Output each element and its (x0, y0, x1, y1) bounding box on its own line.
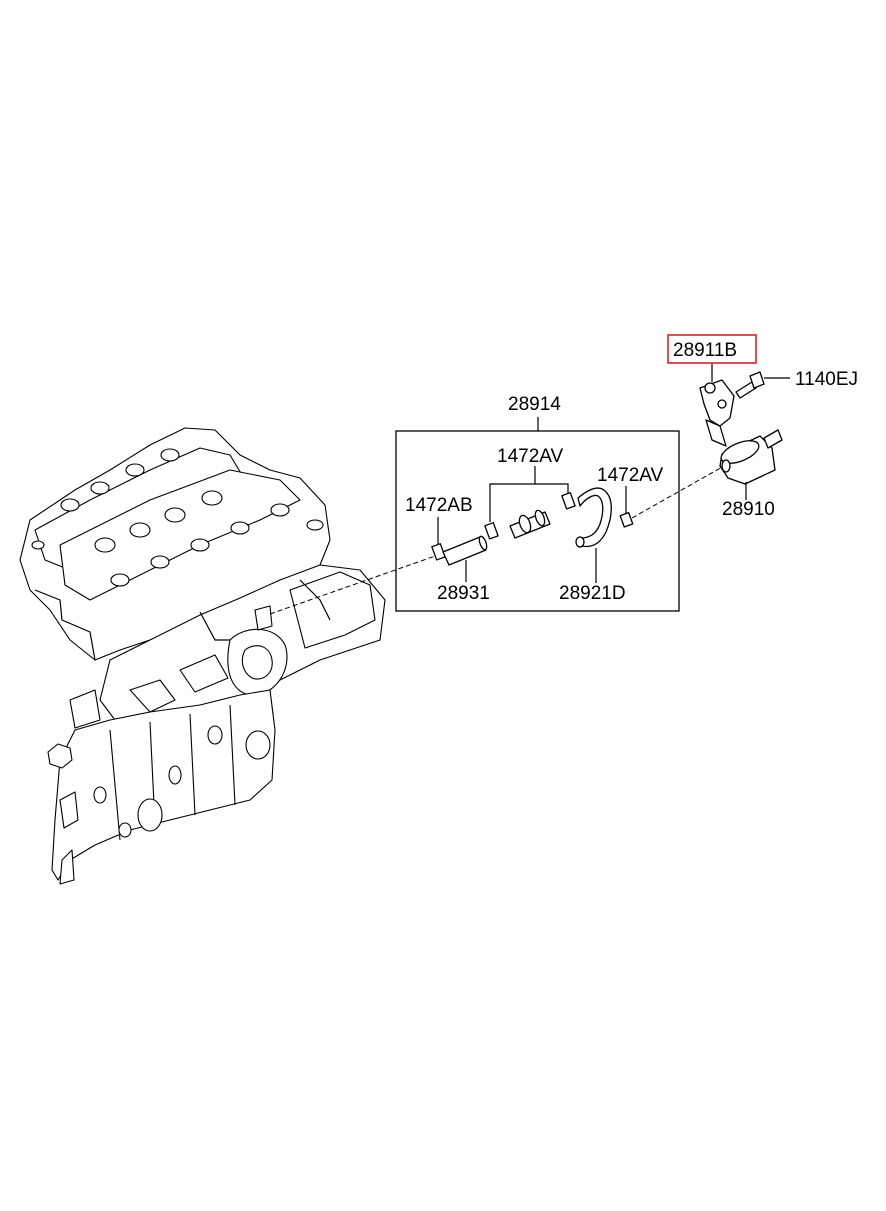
bolt-1140EJ (735, 371, 765, 399)
clamp-1472AV-left (484, 522, 499, 540)
highlight-box-28911B (667, 334, 757, 364)
clamp-1472AV-outer (619, 512, 634, 528)
engine-assembly-illustration (19, 427, 386, 885)
clamp-1472AB (431, 543, 446, 561)
label-28914[interactable]: 28914 (508, 394, 561, 415)
label-28911B[interactable]: 28911B (673, 340, 737, 361)
label-28910[interactable]: 28910 (722, 499, 775, 520)
hose-28931 (442, 535, 488, 566)
clamp-1472AV-right (561, 492, 576, 510)
connection-line-separator (631, 465, 725, 519)
bracket-28911B (699, 379, 735, 447)
label-1140EJ[interactable]: 1140EJ (795, 369, 858, 390)
label-28921D[interactable]: 28921D (559, 583, 626, 604)
label-1472AV-a[interactable]: 1472AV (497, 446, 564, 467)
label-28931[interactable]: 28931 (437, 583, 490, 604)
connection-line-manifold (269, 554, 439, 615)
hose-28921D (575, 487, 612, 548)
pcv-valve (509, 509, 551, 539)
label-1472AB[interactable]: 1472AB (405, 495, 473, 516)
label-1472AV-b[interactable]: 1472AV (597, 465, 664, 486)
oil-separator-28910 (719, 429, 783, 485)
